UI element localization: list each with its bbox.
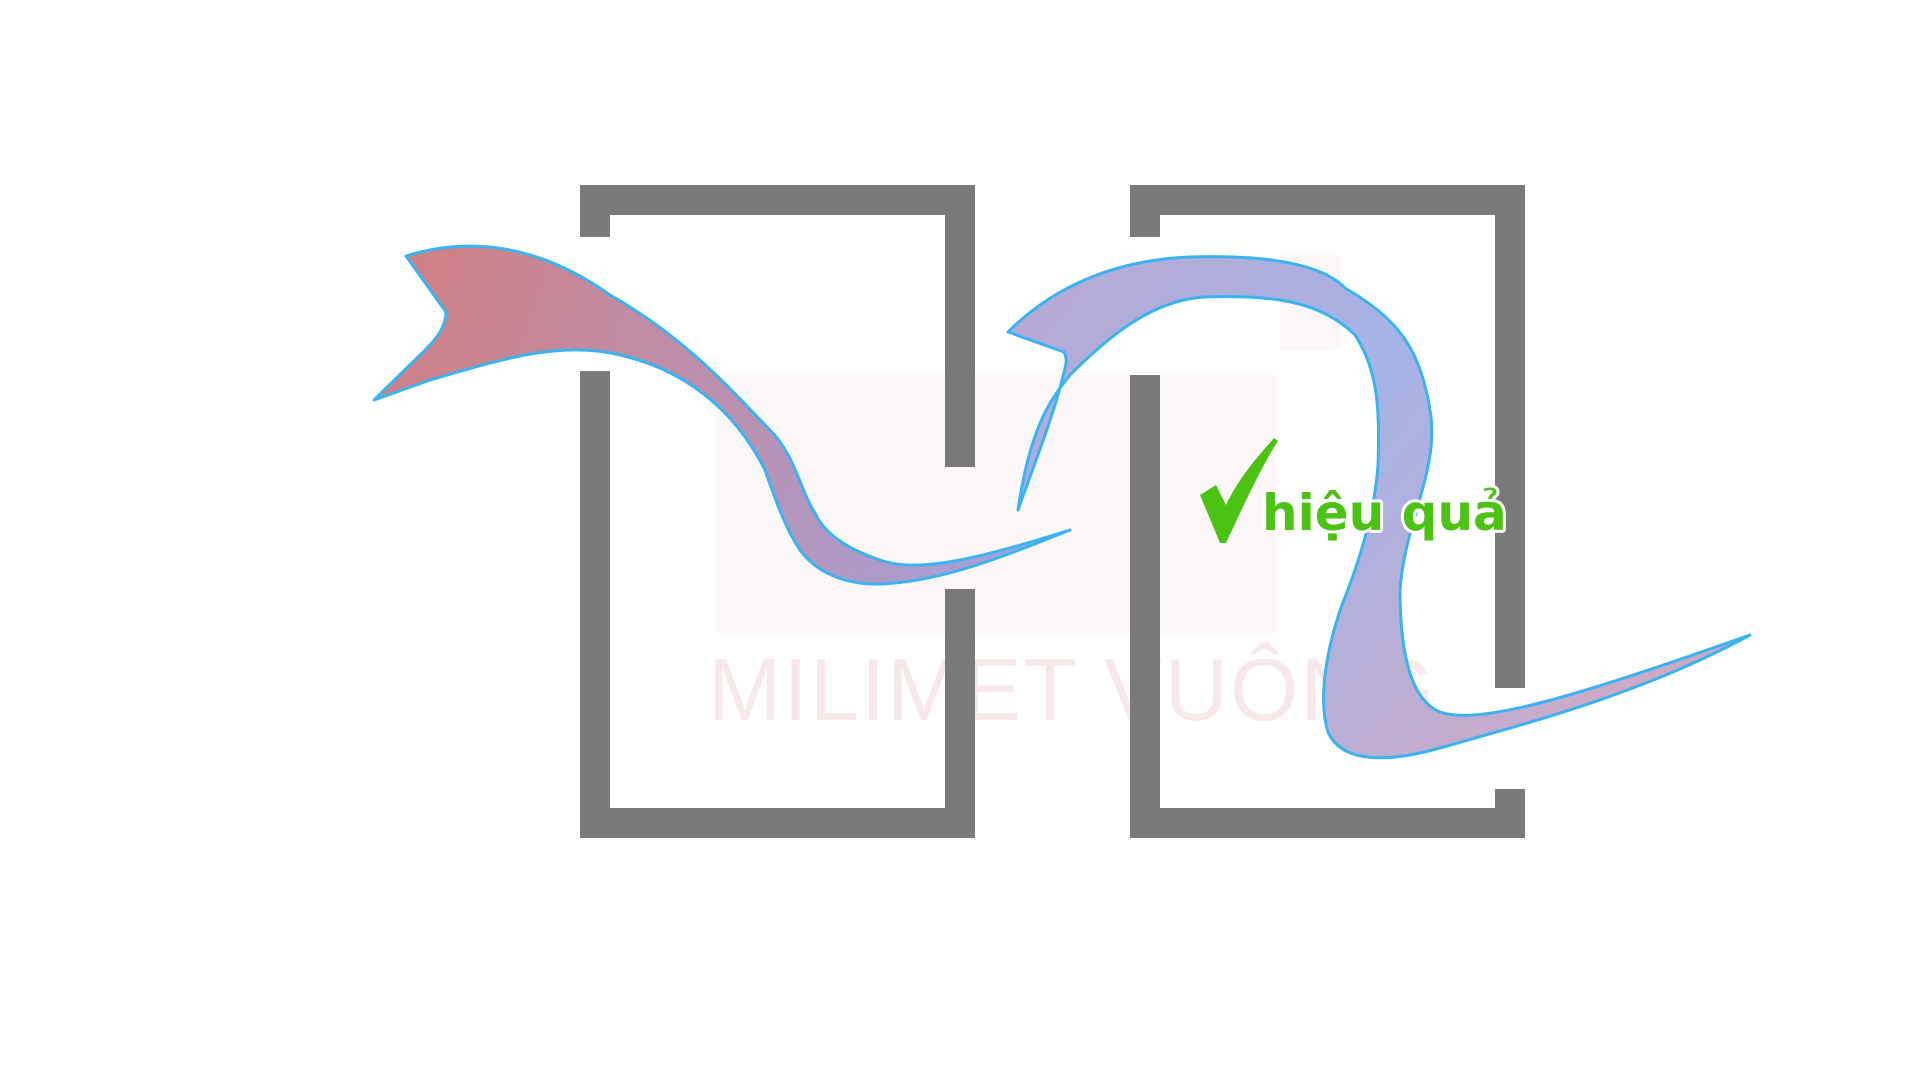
ribbon-arrow-right	[1006, 255, 1752, 760]
watermark-logo: MILIMET VUÔNG	[708, 640, 1436, 739]
ribbon-arrow-left	[372, 244, 1072, 586]
hieu-qua-text: hiệu quả	[1262, 484, 1507, 542]
watermark-text: MILIMET VUÔNG	[708, 640, 1436, 739]
hieu-qua-label: hiệu quả	[1200, 438, 1510, 545]
left-frame	[580, 185, 975, 838]
right-frame	[1130, 185, 1525, 838]
checkmark-icon	[1200, 438, 1278, 543]
